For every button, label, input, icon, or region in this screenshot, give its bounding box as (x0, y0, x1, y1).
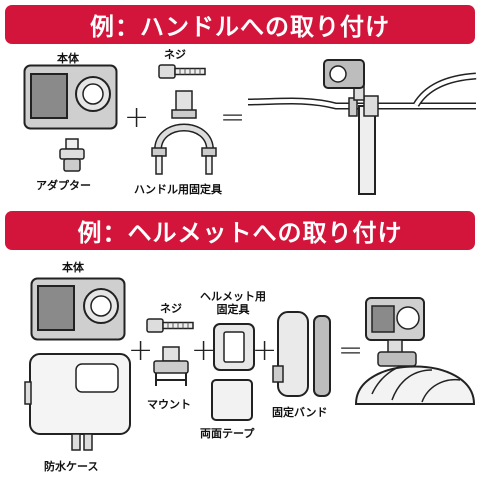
label-waterproof-case: 防水ケース (44, 460, 99, 473)
screw-illustration (158, 64, 206, 79)
label-screw-2: ネジ (160, 302, 182, 315)
section2-title: 例：ヘルメットへの取り付け (77, 219, 403, 247)
label-mount: マウント (147, 398, 191, 411)
equals-sign-1: = (220, 100, 246, 135)
bike-handlebar-result-illustration (247, 59, 477, 195)
screw-illustration-2 (146, 318, 194, 333)
label-body-2: 本体 (62, 261, 84, 274)
label-helmet-mount: ヘルメット用 固定具 (200, 290, 266, 316)
helmet-result-illustration (354, 297, 476, 405)
label-double-tape: 両面テープ (200, 427, 255, 440)
equals-sign-2: = (338, 333, 364, 368)
strap-illustration (272, 311, 331, 397)
camera-body-illustration-2 (30, 277, 126, 341)
section1-title: 例：ハンドルへの取り付け (90, 13, 390, 41)
mount-illustration (153, 346, 189, 386)
adapter-illustration (59, 138, 85, 172)
label-handlebar-mount: ハンドル用固定具 (134, 183, 222, 196)
plus-sign-1: + (124, 100, 150, 135)
label-screw-1: ネジ (164, 48, 186, 61)
waterproof-case-illustration (24, 353, 131, 451)
label-body-1: 本体 (57, 52, 79, 65)
camera-body-illustration (23, 64, 118, 130)
plus-sign-2: + (128, 333, 154, 368)
label-strap: 固定バンド (272, 406, 328, 419)
handlebar-mount-illustration (151, 90, 217, 175)
plus-sign-4: + (252, 333, 278, 368)
plus-sign-3: + (191, 333, 217, 368)
section2-banner: 例：ヘルメットへの取り付け (5, 211, 475, 250)
double-tape-illustration (211, 379, 253, 421)
helmet-mount-illustration (213, 323, 255, 371)
label-adapter: アダプター (36, 179, 91, 192)
section1-banner: 例：ハンドルへの取り付け (5, 5, 475, 44)
